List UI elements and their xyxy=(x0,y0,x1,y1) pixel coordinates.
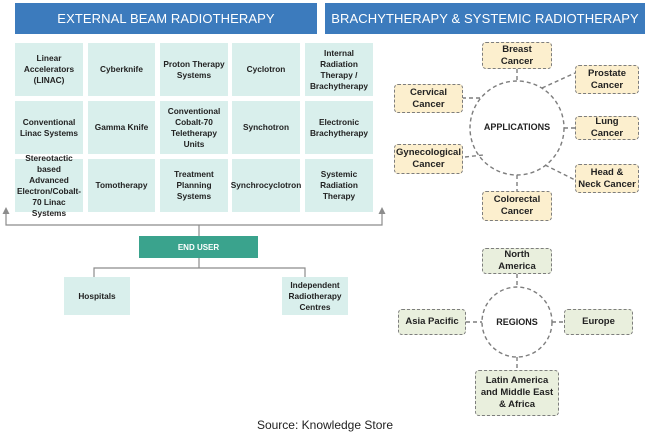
region-europe: Europe xyxy=(564,309,633,335)
region-asia-pacific: Asia Pacific xyxy=(398,309,466,335)
grid-cell: Cyberknife xyxy=(88,43,155,96)
grid-cell: Conventional Cobalt-70 Teletherapy Units xyxy=(160,101,228,154)
application-head-neck-cancer: Head & Neck Cancer xyxy=(575,164,639,193)
grid-cell: Synchrocyclotron xyxy=(231,159,301,212)
arrow-up-icon xyxy=(2,207,10,214)
region-latam-mea: Latin America and Middle East & Africa xyxy=(475,370,559,416)
grid-cell: Synchotron xyxy=(232,101,300,154)
grid-cell: Gamma Knife xyxy=(88,101,155,154)
application-gynecological-cancer: Gynecological Cancer xyxy=(394,144,463,174)
grid-cell: Conventional Linac Systems xyxy=(15,101,83,154)
end-user-box: END USER xyxy=(139,236,258,258)
application-lung-cancer: Lung Cancer xyxy=(575,116,639,140)
arrow-up-icon xyxy=(378,207,386,214)
grid-cell: Systemic Radiation Therapy xyxy=(305,159,373,212)
app-connector xyxy=(544,164,576,181)
application-prostate-cancer: Prostate Cancer xyxy=(575,65,639,94)
end-user-hospitals: Hospitals xyxy=(64,277,130,315)
grid-cell: Cyclotron xyxy=(232,43,300,96)
region-north-america: North America xyxy=(482,248,552,274)
applications-label: APPLICATIONS xyxy=(483,122,551,132)
top-connector-line xyxy=(5,214,383,226)
application-cervical-cancer: Cervical Cancer xyxy=(394,84,463,113)
end-user-branch-line xyxy=(93,267,306,277)
grid-cell: Internal Radiation Therapy / Brachythera… xyxy=(305,43,373,96)
brachytherapy-header: BRACHYTHERAPY & SYSTEMIC RADIOTHERAPY xyxy=(325,3,645,34)
regions-label: REGIONS xyxy=(496,317,538,327)
grid-cell: Linear Accelerators (LINAC) xyxy=(15,43,83,96)
application-breast-cancer: Breast Cancer xyxy=(482,42,552,69)
app-connector xyxy=(541,72,576,89)
grid-cell: Electronic Brachytherapy xyxy=(305,101,373,154)
app-connector xyxy=(464,154,484,158)
external-beam-header: EXTERNAL BEAM RADIOTHERAPY xyxy=(15,3,317,34)
grid-cell: Proton Therapy Systems xyxy=(160,43,228,96)
source-caption: Source: Knowledge Store xyxy=(256,418,394,432)
end-user-independent-centres: Independent Radiotherapy Centres xyxy=(282,277,348,315)
grid-cell: Tomotherapy xyxy=(88,159,155,212)
grid-cell: Treatment Planning Systems xyxy=(160,159,228,212)
application-colorectal-cancer: Colorectal Cancer xyxy=(482,191,552,221)
